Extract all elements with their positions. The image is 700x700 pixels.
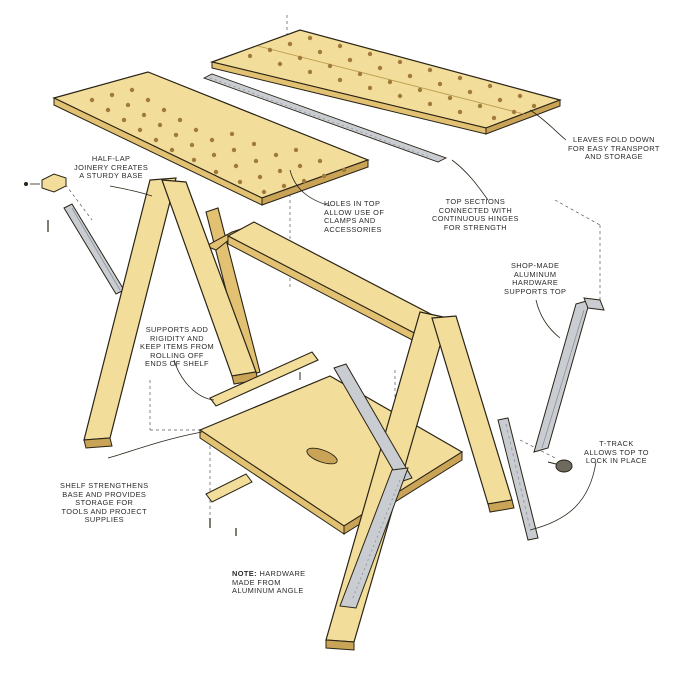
- right-hardware-support: [533, 297, 605, 453]
- continuous-hinge: [202, 73, 448, 163]
- left-a-frame: [83, 177, 259, 449]
- half-lap-block: [24, 173, 67, 193]
- callout-leaves-fold-down: LEAVES FOLD DOWN FOR EASY TRANSPORT AND …: [568, 135, 660, 162]
- note-line-2: MADE FROM: [232, 577, 281, 587]
- note-line-1: HARDWARE: [259, 569, 306, 578]
- top-holes-right: [247, 35, 537, 121]
- stretcher-beam: [226, 221, 448, 345]
- leader-lines: [107, 109, 597, 531]
- t-track-knob: [547, 459, 573, 473]
- callout-holes-in-top: HOLES IN TOP ALLOW USE OF CLAMPS AND ACC…: [324, 199, 385, 234]
- note-hardware: NOTE: HARDWARE MADE FROM ALUMINUM ANGLE: [232, 569, 306, 596]
- callout-top-sections: TOP SECTIONS CONNECTED WITH CONTINUOUS H…: [432, 197, 519, 232]
- callout-half-lap-joinery: HALF-LAP JOINERY CREATES A STURDY BASE: [74, 154, 149, 181]
- note-line-3: ALUMINUM ANGLE: [232, 586, 304, 596]
- callout-shelf-strengthens: SHELF STRENGTHENS BASE AND PROVIDES STOR…: [60, 481, 149, 525]
- top-holes-left: [89, 87, 347, 195]
- left-support-arm: [47, 203, 125, 295]
- note-heading: NOTE:: [232, 569, 257, 578]
- right-top-section: [209, 29, 562, 135]
- shelf-end-rail: [209, 351, 319, 407]
- t-track: [497, 417, 539, 541]
- callout-t-track: T-TRACK ALLOWS TOP TO LOCK IN PLACE: [584, 439, 649, 466]
- callout-supports-add-rigidity: SUPPORTS ADD RIGIDITY AND KEEP ITEMS FRO…: [140, 325, 215, 369]
- lower-cleat: [205, 473, 253, 536]
- left-top-section: [52, 71, 370, 206]
- shelf-support-arms: [333, 363, 413, 609]
- callout-hardware-supports-top: SHOP-MADE ALUMINUM HARDWARE SUPPORTS TOP: [504, 261, 567, 296]
- right-a-frame: [325, 311, 515, 651]
